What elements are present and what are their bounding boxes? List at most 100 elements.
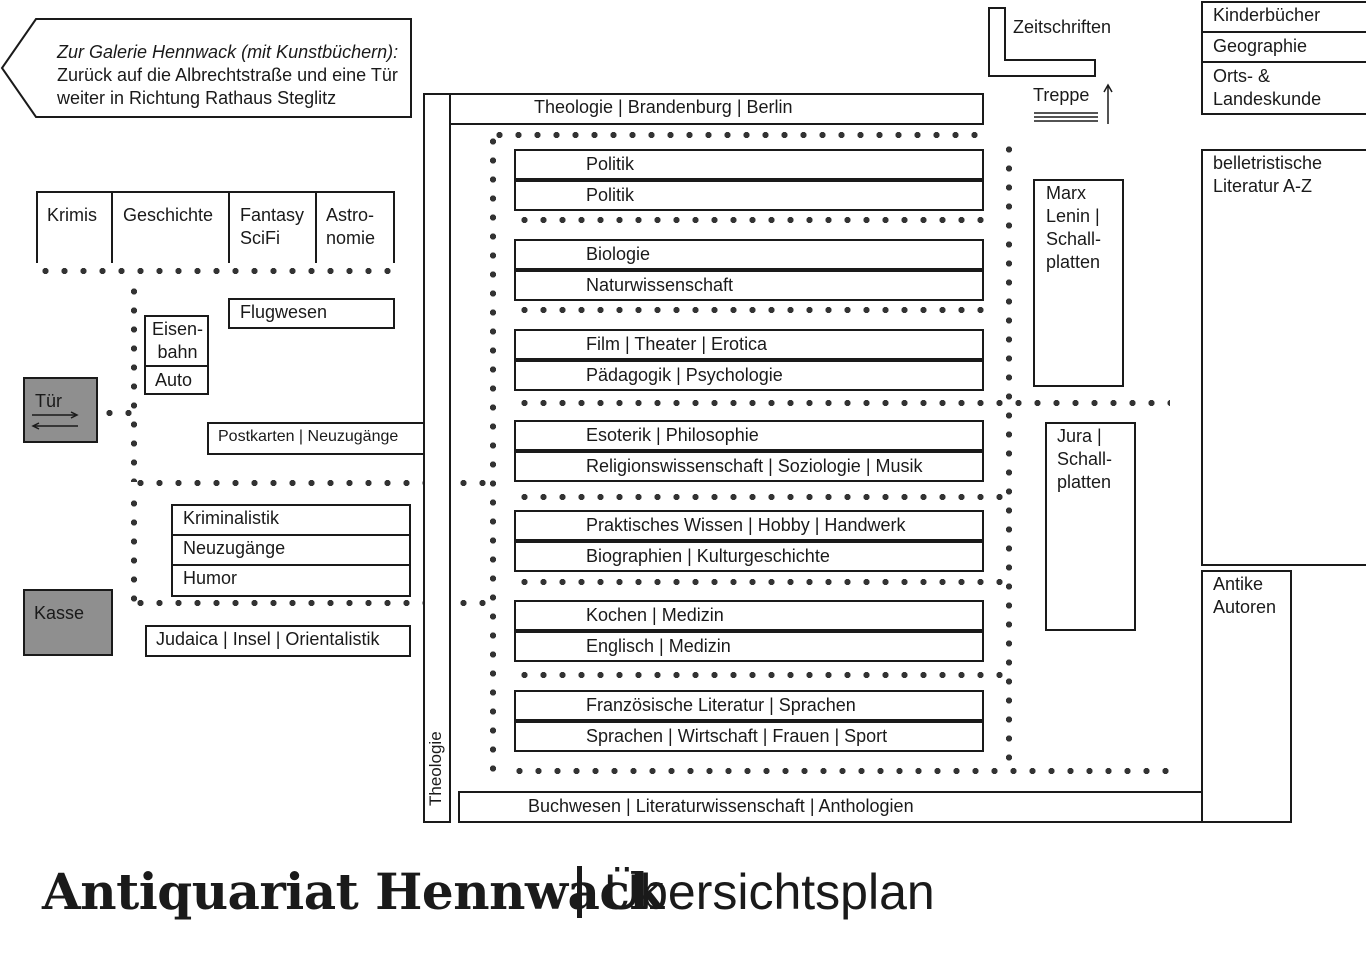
stairs-icon <box>1034 83 1113 124</box>
path-dots <box>131 600 497 606</box>
label-shelf: Biologie <box>586 244 651 264</box>
shelf-judaica <box>145 625 411 657</box>
shelf-kriminalistik-group <box>171 504 411 597</box>
checkout-counter <box>23 589 113 656</box>
page-title: Antiquariat Hennwack <box>42 862 664 921</box>
shelf-astronomie: Astro- nomie <box>326 205 376 248</box>
path-dots <box>490 132 990 138</box>
shelf-center-3-bottom: Pädagogik | Psychologie <box>514 360 984 391</box>
label-antike: Antike Autoren <box>1213 574 1277 617</box>
label-shelf: Sprachen | Wirtschaft | Frauen | Sport <box>586 726 888 746</box>
shelf-flugwesen <box>228 298 395 329</box>
label-shelf: Naturwissenschaft <box>586 275 734 295</box>
label-eisenbahn: Eisen- bahn <box>152 319 204 362</box>
shelf-center-5-bottom: Biographien | Kulturgeschichte <box>514 541 984 572</box>
divider <box>171 564 411 566</box>
top-row-shelves <box>36 191 395 263</box>
gallery-note-line1: Zur Galerie Hennwack (mit Kunstbüchern): <box>57 42 399 62</box>
label-kriminalistik: Kriminalistik <box>183 508 280 528</box>
label-geographie: Geographie <box>1213 36 1308 56</box>
label-neuzugaenge: Neuzugänge <box>183 538 286 558</box>
path-dots <box>1006 140 1012 772</box>
door <box>23 377 98 443</box>
shelf-center-2-top: Biologie <box>514 239 984 270</box>
shelf-center-4-bottom: Religionswissenschaft | Soziologie | Mus… <box>514 451 984 482</box>
divider <box>1201 61 1366 63</box>
label-auto: Auto <box>155 370 193 390</box>
shelf-center-3-top: Film | Theater | Erotica <box>514 329 984 360</box>
shelf-buchwesen <box>458 791 1203 823</box>
title-separator <box>577 866 582 918</box>
shelf-marx-lenin <box>1033 179 1124 387</box>
gallery-arrow-sign <box>0 18 412 118</box>
label-shelf: Esoterik | Philosophie <box>586 425 759 445</box>
path-dots <box>515 672 1010 678</box>
path-dots <box>515 217 990 223</box>
shelf-fantasy: Fantasy SciFi <box>240 205 305 248</box>
label-postkarten: Postkarten | Neuzugänge <box>218 428 399 445</box>
shelf-center-6-top: Kochen | Medizin <box>514 600 984 631</box>
label-shelf: Französische Literatur | Sprachen <box>586 695 856 715</box>
path-dots <box>131 282 137 482</box>
label-tuer: Tür <box>35 391 62 411</box>
shelf-antike <box>1201 570 1292 823</box>
path-dots <box>100 410 134 416</box>
shelf-geschichte: Geschichte <box>123 205 214 225</box>
page-subtitle: Übersichtsplan <box>604 864 935 920</box>
divider <box>171 534 411 536</box>
label-marx: Marx Lenin | Schall- platten <box>1046 183 1102 272</box>
label-zeitschriften: Zeitschriften <box>1013 17 1112 37</box>
shelf-center-6-bottom: Englisch | Medizin <box>514 631 984 662</box>
label-shelf: Pädagogik | Psychologie <box>586 365 783 385</box>
shelf-center-7-bottom: Sprachen | Wirtschaft | Frauen | Sport <box>514 721 984 752</box>
label-top-shelf: Theologie | Brandenburg | Berlin <box>534 97 793 117</box>
shelf-eisenbahn-auto <box>144 315 209 395</box>
label-jura: Jura | Schall- platten <box>1057 426 1113 492</box>
path-dots <box>515 400 1170 406</box>
label-shelf: Praktisches Wissen | Hobby | Handwerk <box>586 515 906 535</box>
label-kinderbuecher: Kinderbücher <box>1213 5 1321 25</box>
divider <box>1201 31 1366 33</box>
shelf-kinder-geo-orts <box>1201 1 1366 115</box>
path-dots <box>510 768 1170 774</box>
label-belletristik: belletristische Literatur A-Z <box>1213 153 1323 196</box>
label-theologie-vertical: Theologie <box>426 731 445 806</box>
shelf-belletristik <box>1201 149 1366 566</box>
divider <box>228 191 230 263</box>
shelf-theologie-top <box>449 93 984 125</box>
shelf-center-4-top: Esoterik | Philosophie <box>514 420 984 451</box>
label-judaica: Judaica | Insel | Orientalistik <box>156 629 380 649</box>
label-orts: Orts- & Landeskunde <box>1213 66 1322 109</box>
label-shelf: Biographien | Kulturgeschichte <box>586 546 830 566</box>
label-shelf: Film | Theater | Erotica <box>586 334 768 354</box>
divider <box>144 365 209 367</box>
path-dots <box>131 494 137 604</box>
label-shelf: Religionswissenschaft | Soziologie | Mus… <box>586 456 923 476</box>
path-dots <box>515 579 1010 585</box>
label-shelf: Politik <box>586 154 635 174</box>
label-flugwesen: Flugwesen <box>240 302 328 322</box>
shelf-zeitschriften <box>988 7 1096 77</box>
path-dots <box>131 480 497 486</box>
label-kasse: Kasse <box>34 603 85 623</box>
label-bottom-shelf: Buchwesen | Literaturwissenschaft | Anth… <box>528 796 914 816</box>
divider <box>111 191 113 263</box>
label-shelf: Englisch | Medizin <box>586 636 731 656</box>
shelf-center-1-bottom: Politik <box>514 180 984 211</box>
path-dots <box>515 494 1010 500</box>
gallery-note-line2: Zurück auf die Albrechtstraße und eine T… <box>57 65 398 85</box>
label-humor: Humor <box>183 568 238 588</box>
gallery-note-line3: weiter in Richtung Rathaus Steglitz <box>57 88 337 108</box>
label-treppe: Treppe <box>1033 85 1090 105</box>
shelf-center-1-top: Politik <box>514 149 984 180</box>
label-shelf: Politik <box>586 185 635 205</box>
path-dots <box>515 307 990 313</box>
shelf-center-2-bottom: Naturwissenschaft <box>514 270 984 301</box>
door-arrows-icon <box>31 411 79 430</box>
divider <box>315 191 317 263</box>
path-dots <box>36 268 398 274</box>
shelf-theologie-vertical <box>423 93 451 823</box>
shelf-center-7-top: Französische Literatur | Sprachen <box>514 690 984 721</box>
path-dots <box>490 132 496 772</box>
